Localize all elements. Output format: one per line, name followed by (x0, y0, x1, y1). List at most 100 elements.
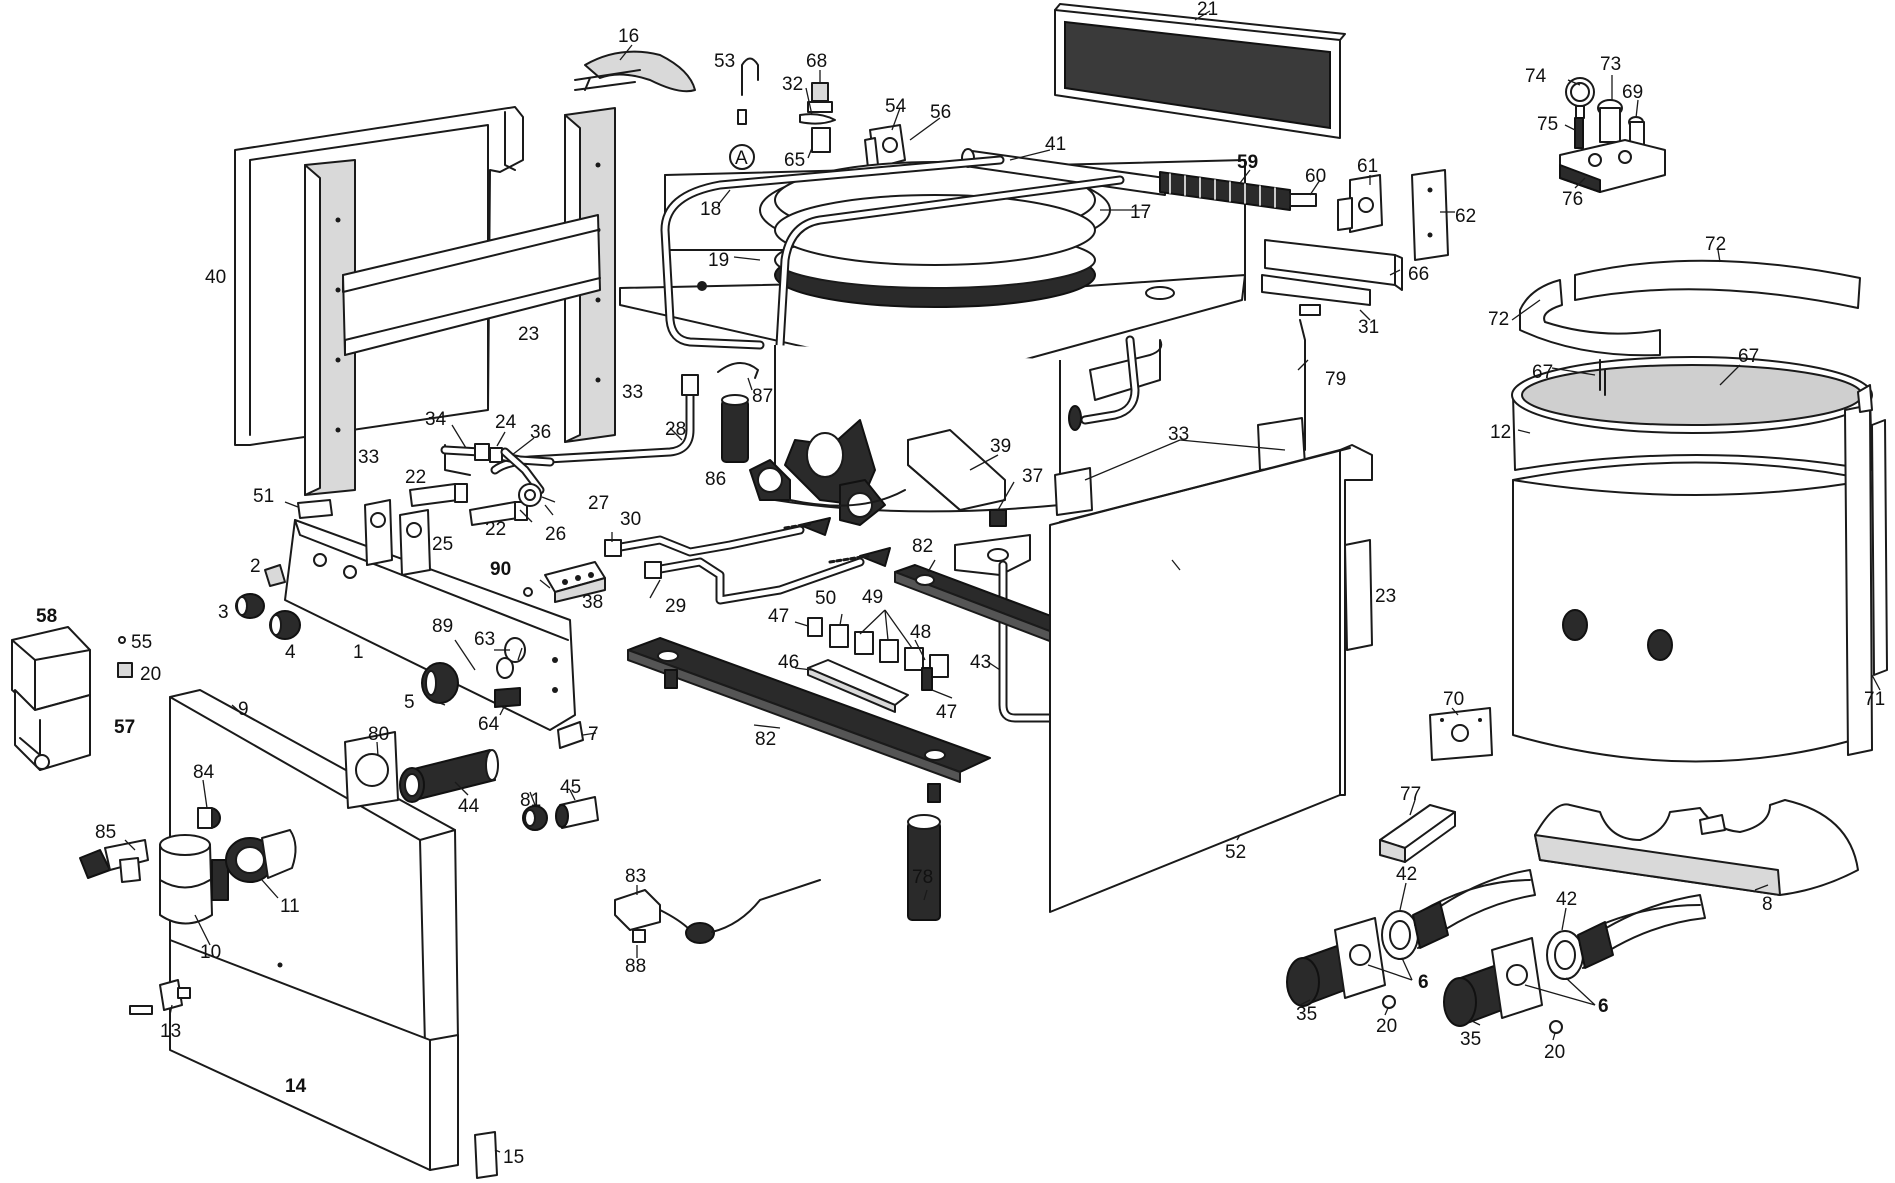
callout-56: 56 (930, 102, 951, 123)
part-17-hob-plate (619, 159, 1246, 381)
callout-84: 84 (193, 762, 215, 783)
callout-86: 86 (705, 469, 726, 490)
callout-59: 59 (1237, 152, 1258, 173)
part-74-gauge (1565, 77, 1595, 119)
callout-19: 19 (708, 250, 729, 271)
callout-47-top: 47 (768, 606, 789, 627)
part-37-nut (989, 509, 1007, 527)
part-27-thermocouple (518, 483, 542, 507)
callout-20-right: 20 (1544, 1042, 1565, 1063)
part-11-fitting (225, 829, 297, 883)
part-10-filter-body (159, 834, 229, 925)
leader-lines (124, 10, 1881, 1153)
callout-18: 18 (700, 199, 721, 220)
callout-77: 77 (1400, 784, 1421, 805)
part-5-knob (421, 662, 459, 704)
part-29-pipe (644, 547, 891, 605)
part-51-bracket (297, 499, 333, 519)
callout-5: 5 (404, 692, 415, 713)
callout-69: 69 (1622, 82, 1643, 103)
part-85-tap (79, 839, 149, 883)
part-35-heater-left (1286, 869, 1536, 1007)
callout-30: 30 (620, 509, 641, 530)
part-22-nozzle-b (469, 501, 528, 526)
callout-89: 89 (432, 616, 453, 637)
part-3-knob (235, 593, 265, 619)
part-61-bracket (1337, 174, 1383, 233)
callout-70: 70 (1443, 689, 1464, 710)
callout-88: 88 (625, 956, 646, 977)
part-22-nozzle-a (409, 483, 468, 507)
part-39-bracket (907, 429, 1031, 576)
callout-35-left: 35 (1296, 1004, 1317, 1025)
part-62-plate (1411, 169, 1449, 261)
callout-22-b: 22 (485, 519, 506, 540)
part-45-bush (555, 796, 599, 829)
callout-13: 13 (160, 1021, 181, 1042)
part-18-pipe-loop (660, 155, 1125, 350)
callout-33-top: 33 (1168, 424, 1189, 445)
part-50-clamp-set (807, 617, 949, 691)
part-76-block (1559, 139, 1666, 193)
part-12-cylinder-band (1511, 356, 1873, 471)
callout-14: 14 (285, 1076, 307, 1097)
callout-53: 53 (714, 51, 735, 72)
callout-51: 51 (253, 486, 274, 507)
part-15-clip (474, 1131, 498, 1179)
part-4-knob (269, 610, 301, 640)
callout-11: 11 (280, 896, 300, 917)
part-52-front-panel (1049, 444, 1373, 913)
part-72-ring-upper (1574, 259, 1861, 309)
part-87-clip (717, 362, 759, 379)
callout-52: 52 (1225, 842, 1246, 863)
part-75-pin (1574, 117, 1584, 149)
callout-42-right: 42 (1556, 889, 1577, 910)
part-73-valve (1597, 99, 1623, 143)
callout-28: 28 (665, 419, 686, 440)
callout-21: 21 (1197, 0, 1218, 20)
callout-44: 44 (458, 796, 480, 817)
part-82-crossbar-lower (627, 637, 991, 803)
callout-32: 32 (782, 74, 803, 95)
callout-22-a: 22 (405, 467, 426, 488)
part-59-spring (1159, 171, 1291, 211)
part-58-bracket (11, 626, 91, 711)
callout-10: 10 (200, 942, 221, 963)
callout-4: 4 (285, 642, 296, 663)
callout-15: 15 (503, 1147, 524, 1168)
callout-58: 58 (36, 606, 57, 627)
callout-39: 39 (990, 436, 1011, 457)
callout-85: 85 (95, 822, 116, 843)
part-38-injector-block (544, 561, 606, 603)
part-35-heater-right (1443, 894, 1706, 1027)
part-70-plate (1429, 707, 1493, 761)
part-34-valve-arm (440, 443, 555, 495)
callout-80: 80 (368, 724, 389, 745)
part-83-probe (614, 879, 821, 944)
callout-labels: 21 16 53 68 32 A 65 54 56 41 59 60 61 62… (36, 0, 1885, 1168)
callout-72-top: 72 (1705, 234, 1726, 255)
part-90-screw (523, 587, 533, 597)
callout-3: 3 (218, 602, 229, 623)
part-33-upright-left (304, 159, 356, 496)
callout-34: 34 (425, 409, 447, 430)
part-66-rail (1261, 239, 1403, 306)
callout-6-right: 6 (1598, 996, 1609, 1017)
part-A-marker (729, 144, 755, 170)
callout-33-left-post: 33 (358, 447, 379, 468)
callout-67-right: 67 (1738, 346, 1759, 367)
part-burner-heads (749, 419, 906, 526)
callout-65: 65 (784, 150, 805, 171)
part-54-bracket (864, 124, 906, 169)
part-86-filter (721, 394, 749, 463)
part-8-base-plate (1534, 799, 1859, 896)
callout-68: 68 (806, 51, 827, 72)
callout-16: 16 (618, 26, 639, 47)
callout-38: 38 (582, 592, 603, 613)
callout-60: 60 (1305, 166, 1326, 187)
part-43-pipe (998, 560, 1055, 723)
callout-72-left: 72 (1488, 309, 1509, 330)
callout-29: 29 (665, 596, 686, 617)
